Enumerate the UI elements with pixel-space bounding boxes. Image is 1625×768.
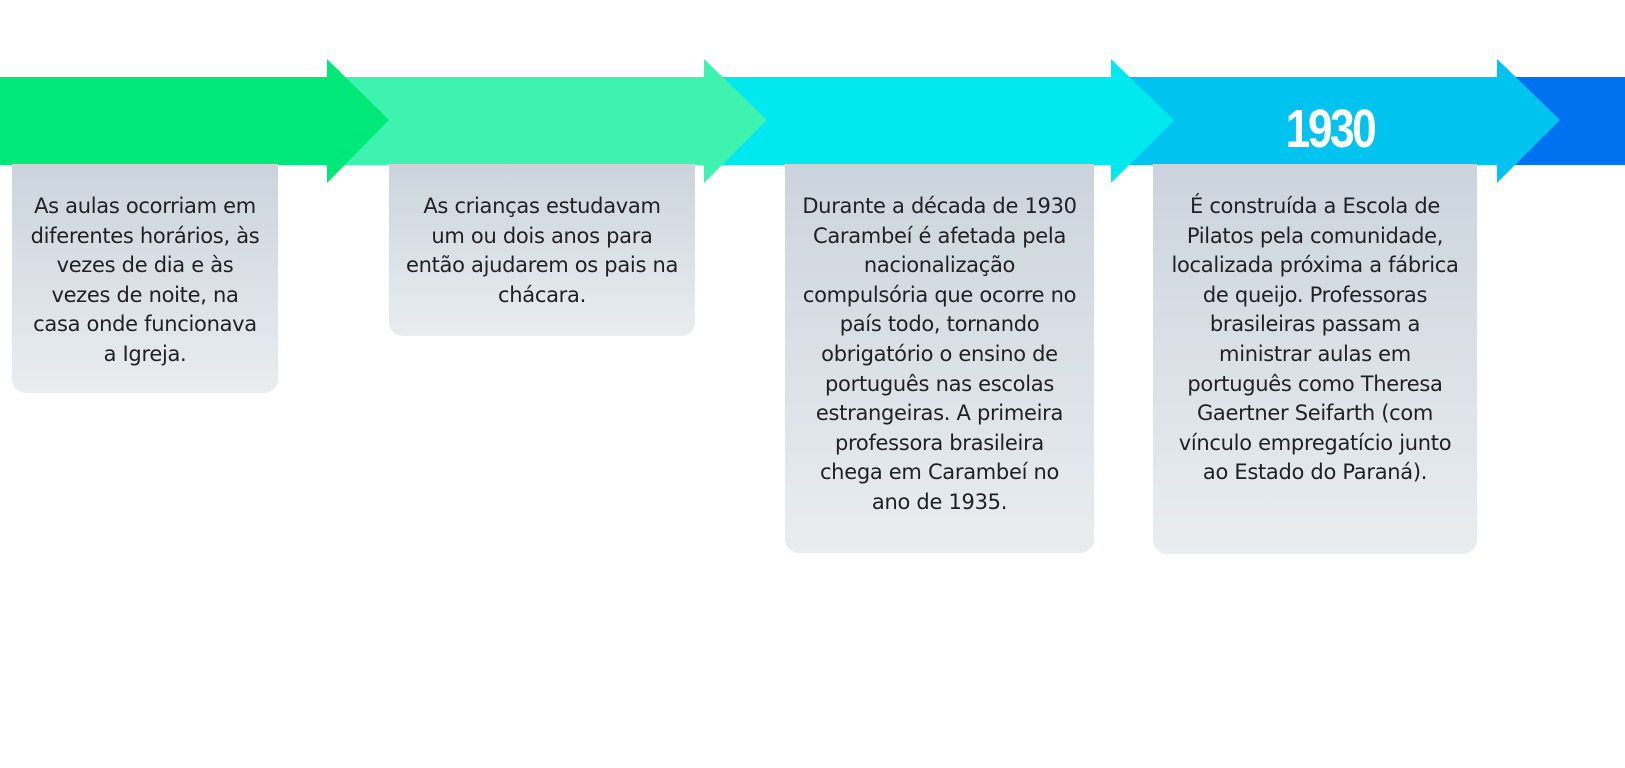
card-1-text: As aulas ocorriam em diferentes horários… bbox=[30, 194, 260, 366]
card-4-text: É construída a Escola de Pilatos pela co… bbox=[1171, 194, 1459, 485]
timeline-arrow-3 bbox=[705, 59, 1175, 183]
timeline-arrow-2 bbox=[325, 59, 767, 183]
timeline-arrow-4 bbox=[1120, 59, 1560, 183]
timeline-card-2: As crianças estudavam um ou dois anos pa… bbox=[389, 164, 695, 336]
card-3-text: Durante a década de 1930 Carambeí é afet… bbox=[802, 194, 1077, 514]
timeline-card-3: Durante a década de 1930 Carambeí é afet… bbox=[785, 164, 1094, 553]
timeline-arrow-1 bbox=[0, 59, 389, 183]
card-2-text: As crianças estudavam um ou dois anos pa… bbox=[405, 194, 679, 307]
timeline-card-1: As aulas ocorriam em diferentes horários… bbox=[12, 164, 278, 393]
year-label: 1930 bbox=[1285, 99, 1377, 159]
timeline-card-4: É construída a Escola de Pilatos pela co… bbox=[1153, 164, 1477, 554]
